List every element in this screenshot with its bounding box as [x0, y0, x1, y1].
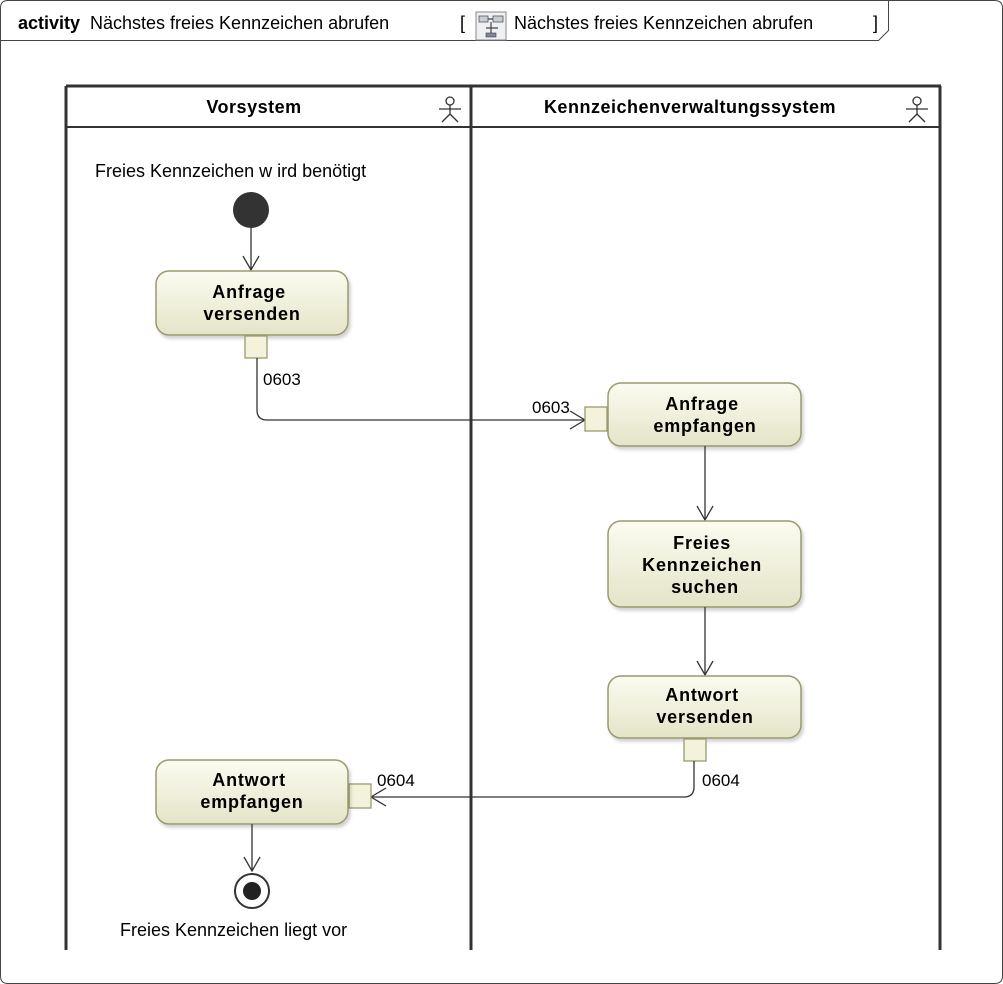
frame-header-tab — [0, 0, 889, 41]
svg-text:Antwort empfangen: Antwort empfangen — [200, 770, 303, 812]
svg-text:Freies Kennzeichen: Freies Kennzeichen suchen — [642, 533, 768, 597]
pin-label-out-0604: 0604 — [702, 771, 740, 790]
actor-icon — [906, 96, 928, 123]
action-label-line: Anfrage — [212, 282, 286, 302]
action-antwort-versenden: Antwort versenden — [607, 675, 802, 739]
action-label-line: versenden — [656, 707, 753, 727]
initial-node-label: Freies Kennzeichen w ird benötigt — [95, 161, 366, 181]
pin-label-out-0603: 0603 — [263, 370, 301, 389]
arrowhead — [243, 856, 261, 873]
input-pin-0603 — [584, 406, 608, 432]
object-flow-0604 — [371, 761, 695, 798]
action-antwort-empfangen: Antwort empfangen — [155, 759, 349, 825]
action-label-line: empfangen — [653, 416, 756, 436]
output-pin-0603 — [244, 335, 268, 359]
action-label-line: suchen — [671, 577, 739, 597]
svg-text:Anfrage versenden: Anfrage versenden — [203, 282, 300, 324]
action-anfrage-versenden: Anfrage versenden — [155, 270, 349, 336]
input-pin-0604 — [348, 783, 372, 809]
arrowhead — [696, 505, 714, 522]
action-label-line: Freies — [673, 533, 731, 553]
frame-keyword: activity — [18, 13, 80, 33]
frame-bracket-close: ] — [873, 13, 878, 33]
arrowhead — [696, 660, 714, 677]
frame-ref-name: Nächstes freies Kennzeichen abrufen — [514, 13, 813, 33]
action-label-line: Anfrage — [665, 394, 739, 414]
initial-node — [233, 192, 269, 228]
arrowhead — [242, 255, 260, 272]
action-label-line: Antwort — [212, 770, 286, 790]
action-label-line: versenden — [203, 304, 300, 324]
action-freies-kennzeichen-suchen: Freies Kennzeichen suchen — [607, 520, 802, 608]
lane-header-kennzeichenverwaltungssystem: Kennzeichenverwaltungssystem — [544, 97, 836, 117]
frame-title: Nächstes freies Kennzeichen abrufen — [90, 13, 389, 33]
action-anfrage-empfangen: Anfrage empfangen — [607, 382, 802, 447]
final-node-label: Freies Kennzeichen liegt vor — [120, 920, 347, 940]
frame-bracket-open: [ — [460, 13, 465, 33]
action-label-line: Kennzeichen — [642, 555, 762, 575]
output-pin-0604 — [683, 738, 707, 762]
svg-text:Antwort versenden: Antwort versenden — [656, 685, 753, 727]
pin-label-in-0604: 0604 — [377, 771, 415, 790]
lane-header-vorsystem: Vorsystem — [206, 97, 301, 117]
pin-label-in-0603: 0603 — [532, 398, 570, 417]
action-label-line: empfangen — [200, 792, 303, 812]
object-flow-0603 — [256, 358, 585, 421]
activity-diagram-icon — [475, 11, 507, 41]
actor-icon — [439, 96, 461, 123]
svg-text:Anfrage empfangen: Anfrage empfangen — [653, 394, 756, 436]
action-label-line: Antwort — [665, 685, 739, 705]
final-node — [234, 873, 270, 909]
swimlanes — [64, 84, 942, 950]
